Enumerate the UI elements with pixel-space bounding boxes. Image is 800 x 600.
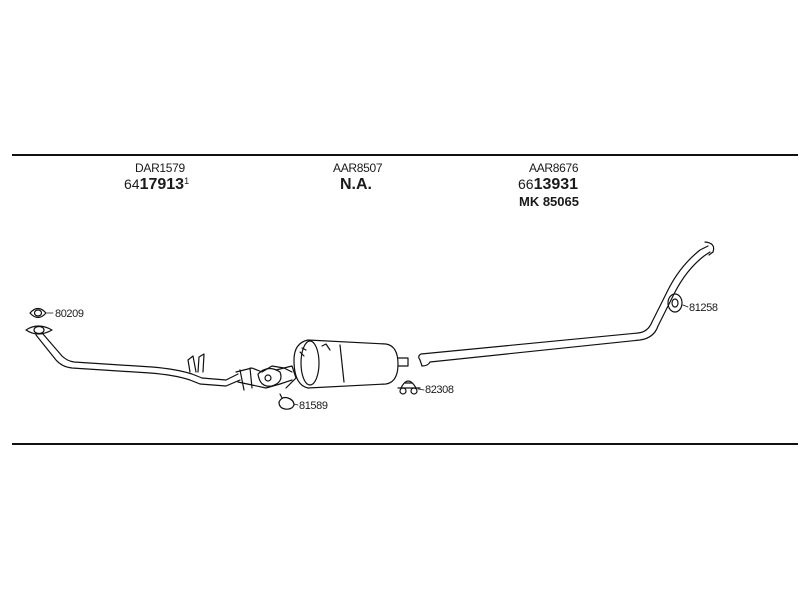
catalyst-section bbox=[235, 365, 297, 391]
clamp-left-icon bbox=[278, 393, 295, 410]
group3-number-prefix: 66 bbox=[518, 176, 534, 192]
front-pipe bbox=[25, 325, 241, 387]
top-divider bbox=[12, 154, 798, 156]
bottom-divider bbox=[12, 443, 798, 445]
group1-number-main: 17913 bbox=[139, 176, 185, 193]
part-label-clamp-left: 81589 bbox=[299, 400, 328, 412]
muffler bbox=[293, 339, 409, 389]
part-label-clamp-mid: 82308 bbox=[425, 384, 454, 396]
part-label-hanger-right: 81258 bbox=[689, 302, 718, 314]
part-label-gasket: 80209 bbox=[55, 308, 84, 320]
group1-number: 64179131 bbox=[124, 177, 189, 193]
group3-number: 6613931 bbox=[518, 177, 578, 193]
group1-code: DAR1579 bbox=[135, 161, 185, 175]
group1-number-prefix: 64 bbox=[124, 176, 140, 192]
leader-lines bbox=[46, 304, 689, 406]
gasket-icon bbox=[29, 307, 47, 319]
group1-number-suffix: 1 bbox=[184, 176, 190, 186]
group3-mk-label: MK 85065 bbox=[519, 194, 579, 209]
group2-code: AAR8507 bbox=[333, 161, 383, 175]
group3-number-main: 13931 bbox=[533, 176, 579, 193]
group2-value: N.A. bbox=[340, 176, 372, 193]
tail-pipe bbox=[418, 241, 715, 367]
clamp-mid-icon bbox=[397, 380, 421, 395]
group3-code: AAR8676 bbox=[529, 161, 579, 175]
hanger-right-icon bbox=[667, 293, 683, 313]
